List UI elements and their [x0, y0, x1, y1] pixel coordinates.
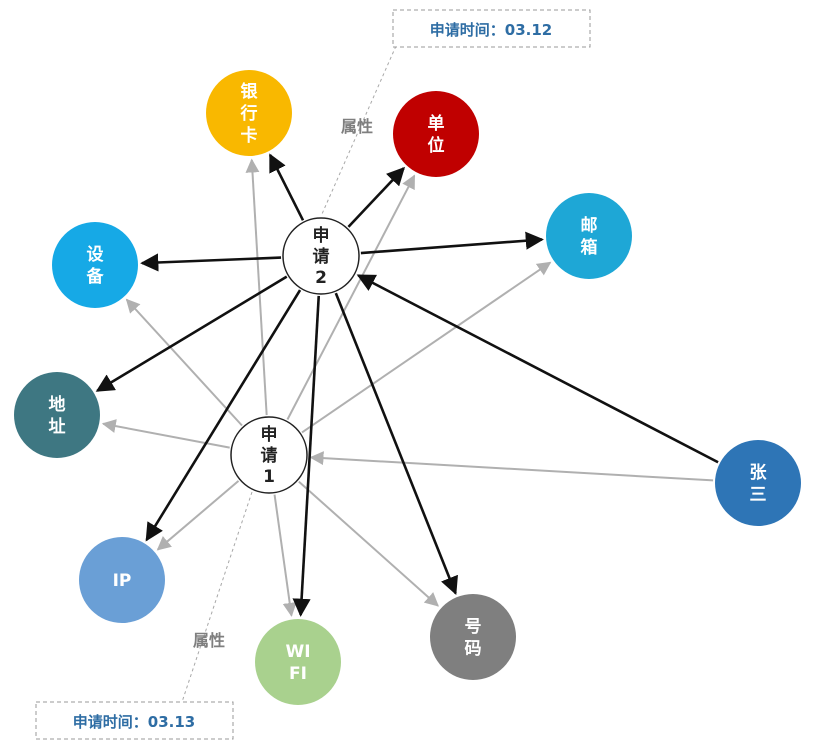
node-text: 银 [241, 81, 259, 102]
edge-a2-wifi [292, 295, 321, 617]
node-text: 请 [261, 446, 278, 466]
node-text: 1 [263, 467, 275, 487]
application-1-edges [101, 158, 714, 617]
edge-zhangsan-a1 [309, 451, 714, 482]
node-text: 地 [49, 394, 66, 415]
edge-a1-bank [245, 158, 268, 416]
node-text: 邮 [581, 215, 598, 236]
node-text: 卡 [241, 125, 258, 146]
node-text: 2 [315, 268, 327, 288]
node-text: 设 [87, 245, 104, 265]
edge-a1-wifi [273, 494, 297, 617]
node-text: 码 [465, 639, 482, 659]
node-text: 单 [428, 113, 445, 134]
time-callout-line-1 [321, 45, 397, 215]
node-text: 位 [428, 135, 445, 156]
edge-a2-ip [145, 289, 302, 542]
edge-a2-bank [268, 153, 305, 221]
node-text: 行 [240, 103, 258, 124]
node-address: 地址 [14, 372, 100, 458]
time-box-2: 申请时间：03.13 [35, 701, 234, 740]
node-text: 申 [261, 424, 278, 445]
node-device: 设备 [52, 222, 138, 308]
node-text: 申 [313, 225, 330, 246]
node-bank: 银行卡 [206, 70, 292, 156]
node-zhangsan: 张三 [715, 440, 801, 526]
property-label-1: 属性 [341, 117, 373, 136]
edge-a1-phone [298, 480, 439, 607]
node-text: 张 [750, 463, 768, 483]
node-text: 址 [49, 417, 66, 437]
node-text: 号 [465, 617, 482, 637]
edge-a1-address [101, 419, 230, 449]
edge-a1-unit [286, 174, 416, 420]
application-2-edges [95, 153, 719, 617]
node-email: 邮箱 [546, 193, 632, 279]
node-text: FI [289, 664, 307, 684]
edge-a2-device [140, 253, 282, 272]
node-text: 请 [313, 247, 330, 267]
center-a1: 申请1 [230, 416, 308, 494]
edge-a1-ip [156, 480, 240, 551]
node-text: WI [285, 642, 310, 662]
edge-a1-device [125, 298, 243, 427]
node-unit: 单位 [393, 91, 479, 177]
time-label-1: 申请时间：03.12 [430, 21, 552, 39]
node-ip: IP [79, 537, 165, 623]
time-box-1: 申请时间：03.12 [392, 9, 591, 48]
edge-a2-email [360, 231, 544, 255]
time-label-2: 申请时间：03.13 [73, 713, 195, 731]
node-text: 备 [86, 266, 105, 287]
center-a2: 申请2 [282, 217, 360, 295]
node-text: 箱 [581, 237, 598, 258]
edge-a2-phone [334, 292, 458, 596]
node-phone: 号码 [430, 594, 516, 680]
property-label-2: 属性 [193, 631, 225, 650]
edge-a1-email [301, 261, 552, 434]
edge-a2-address [95, 275, 288, 392]
node-text: IP [113, 571, 132, 591]
time-callout-line-2 [179, 491, 253, 709]
edge-a2-unit [347, 166, 406, 228]
edge-zhangsan-a2 [356, 274, 719, 464]
node-text: 三 [750, 485, 767, 505]
